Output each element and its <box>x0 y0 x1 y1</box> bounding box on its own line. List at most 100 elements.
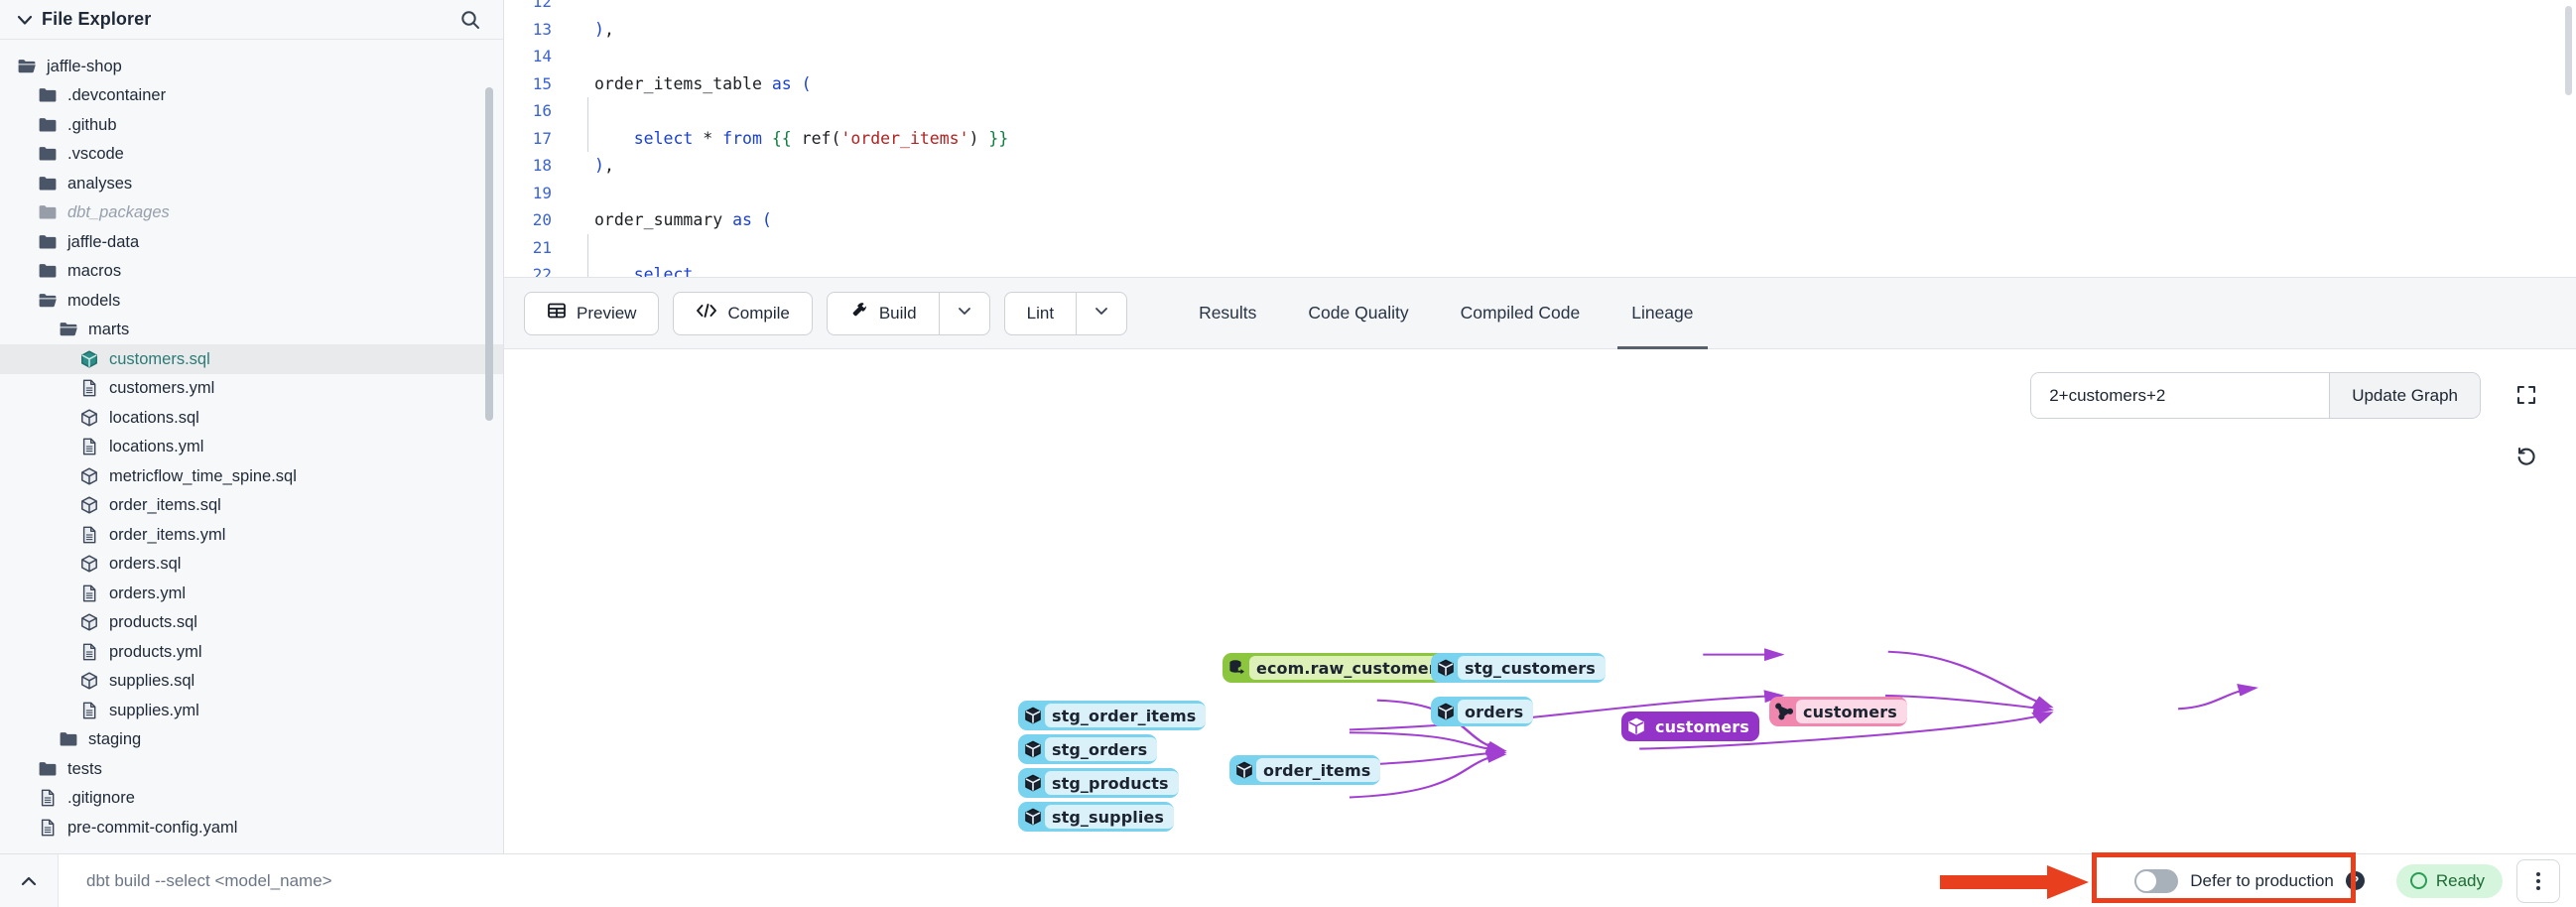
tree-item-label: customers.yml <box>109 379 215 397</box>
build-button[interactable]: Build <box>826 291 939 335</box>
lineage-node-stg-supplies[interactable]: stg_supplies <box>1018 802 1174 832</box>
search-icon[interactable] <box>457 7 483 33</box>
tree-item-jaffle-shop[interactable]: jaffle-shop <box>0 52 503 81</box>
tree-item-label: .github <box>67 115 117 134</box>
tab-compiled-code[interactable]: Compiled Code <box>1460 303 1581 323</box>
lineage-node-order-items[interactable]: order_items <box>1229 755 1381 785</box>
lineage-node-customers-model[interactable]: customers <box>1621 712 1759 741</box>
compile-button[interactable]: Compile <box>673 291 813 335</box>
chevron-up-icon[interactable] <box>0 854 58 907</box>
tab-code-quality[interactable]: Code Quality <box>1308 303 1409 323</box>
tree-item-analyses[interactable]: analyses <box>0 169 503 198</box>
lineage-node-stg-orders[interactable]: stg_orders <box>1018 734 1158 764</box>
tree-item-locations-yml[interactable]: locations.yml <box>0 433 503 462</box>
lineage-node-stg-customers[interactable]: stg_customers <box>1431 653 1606 683</box>
lineage-edges <box>1349 648 2258 799</box>
tree-item-macros[interactable]: macros <box>0 257 503 287</box>
model-cube-icon <box>1021 704 1045 727</box>
indent-guide <box>587 0 588 16</box>
lineage-node-ecom-raw-customers[interactable]: ecom.raw_customers <box>1223 653 1457 683</box>
line-number: 13 <box>532 19 552 39</box>
lineage-node-label: stg_order_items <box>1045 704 1207 727</box>
tree-item-tests[interactable]: tests <box>0 754 503 784</box>
lint-button[interactable]: Lint <box>1003 291 1077 335</box>
file-icon <box>37 817 59 839</box>
tree-item-locations-sql[interactable]: locations.sql <box>0 403 503 433</box>
tree-item-models[interactable]: models <box>0 286 503 316</box>
tree-item-supplies-yml[interactable]: supplies.yml <box>0 696 503 725</box>
graph-selector-input[interactable] <box>2031 373 2330 418</box>
preview-button[interactable]: Preview <box>524 291 660 335</box>
chevron-down-icon <box>1093 302 1110 324</box>
tree-item-customers-sql[interactable]: customers.sql <box>0 344 503 374</box>
lineage-node-stg-products[interactable]: stg_products <box>1018 768 1179 798</box>
editor-scrollbar[interactable] <box>2565 6 2572 95</box>
chevron-down-icon[interactable] <box>14 9 36 31</box>
update-graph-button[interactable]: Update Graph <box>2329 373 2480 418</box>
code-line: 17 select * from {{ ref('order_items') }… <box>504 124 2576 152</box>
tree-item-marts[interactable]: marts <box>0 316 503 345</box>
lineage-edge <box>1884 694 2054 714</box>
tree-item-label: marts <box>88 321 130 338</box>
tree-item-staging[interactable]: staging <box>0 725 503 755</box>
editor-toolbar: Preview Compile Build <box>504 278 2576 349</box>
tree-item-metricflow-time-spine-sql[interactable]: metricflow_time_spine.sql <box>0 461 503 491</box>
tree-item-supplies-sql[interactable]: supplies.sql <box>0 667 503 697</box>
lineage-node-orders[interactable]: orders <box>1431 697 1534 726</box>
more-vertical-icon[interactable] <box>2516 858 2560 903</box>
fullscreen-icon[interactable] <box>2507 375 2546 415</box>
lineage-graph-panel[interactable]: Update Graph ecom.raw_customersstg_custo… <box>504 349 2576 853</box>
lineage-edge <box>2177 683 2258 711</box>
yaml-file-icon <box>78 641 100 663</box>
model-cube-icon <box>1232 758 1256 782</box>
tab-lineage[interactable]: Lineage <box>1606 278 1719 349</box>
lineage-edge <box>1349 750 1507 799</box>
yaml-file-icon <box>78 700 100 721</box>
tree-item-dbt-packages[interactable]: dbt_packages <box>0 198 503 228</box>
main-split: File Explorer jaffle-shop.devcontainer.g… <box>0 0 2576 853</box>
tree-item-label: .vscode <box>67 145 124 163</box>
code-line: 21 <box>504 233 2576 261</box>
result-tabs: Results Code Quality Compiled Code Lineage <box>1173 278 1719 349</box>
tree-item-label: jaffle-data <box>67 232 140 251</box>
code-line: 18), <box>504 152 2576 180</box>
indent-guide <box>587 233 588 261</box>
tree-item-pre-commit-config-yaml[interactable]: pre-commit-config.yaml <box>0 813 503 842</box>
tree-item-vscode[interactable]: .vscode <box>0 140 503 170</box>
tree-item-jaffle-data[interactable]: jaffle-data <box>0 227 503 257</box>
tree-item-order-items-yml[interactable]: order_items.yml <box>0 520 503 550</box>
tree-item-customers-yml[interactable]: customers.yml <box>0 374 503 404</box>
command-bar-input[interactable]: dbt build --select <model_name> <box>58 854 2118 907</box>
status-bar: dbt build --select <model_name> Defer to… <box>0 853 2576 907</box>
lineage-node-stg-order-items[interactable]: stg_order_items <box>1018 701 1207 730</box>
defer-to-production-toggle[interactable] <box>2134 868 2179 893</box>
tree-item-gitignore[interactable]: .gitignore <box>0 784 503 814</box>
table-grid-icon <box>547 301 567 325</box>
tree-item-order-items-sql[interactable]: order_items.sql <box>0 491 503 521</box>
lineage-node-customers-exposure[interactable]: customers <box>1769 697 1907 726</box>
indent-guide <box>587 97 588 125</box>
lineage-edge <box>1359 746 1507 766</box>
tree-item-devcontainer[interactable]: .devcontainer <box>0 81 503 111</box>
status-badge[interactable]: Ready <box>2395 863 2503 898</box>
model-cube-icon <box>78 407 100 429</box>
model-cube-icon <box>1624 714 1648 738</box>
tree-item-products-sql[interactable]: products.sql <box>0 608 503 638</box>
lint-dropdown-toggle[interactable] <box>1076 291 1128 335</box>
tab-results[interactable]: Results <box>1199 303 1257 323</box>
question-mark-icon[interactable]: ? <box>2345 871 2365 890</box>
model-cube-icon <box>78 494 100 516</box>
tree-item-products-yml[interactable]: products.yml <box>0 637 503 667</box>
file-tree[interactable]: jaffle-shop.devcontainer .github .vscode an… <box>0 40 503 853</box>
file-tree-scrollbar[interactable] <box>485 87 493 421</box>
lineage-node-label: customers <box>1655 716 1749 736</box>
defer-to-production-group[interactable]: Defer to production ? <box>2117 860 2383 902</box>
tree-item-label: supplies.sql <box>109 672 195 690</box>
tree-item-orders-yml[interactable]: orders.yml <box>0 579 503 608</box>
build-dropdown-toggle[interactable] <box>938 291 990 335</box>
tree-item-github[interactable]: .github <box>0 110 503 140</box>
reset-rotate-icon[interactable] <box>2507 437 2546 476</box>
lint-button-group: Lint <box>1003 291 1128 335</box>
tree-item-orders-sql[interactable]: orders.sql <box>0 550 503 580</box>
